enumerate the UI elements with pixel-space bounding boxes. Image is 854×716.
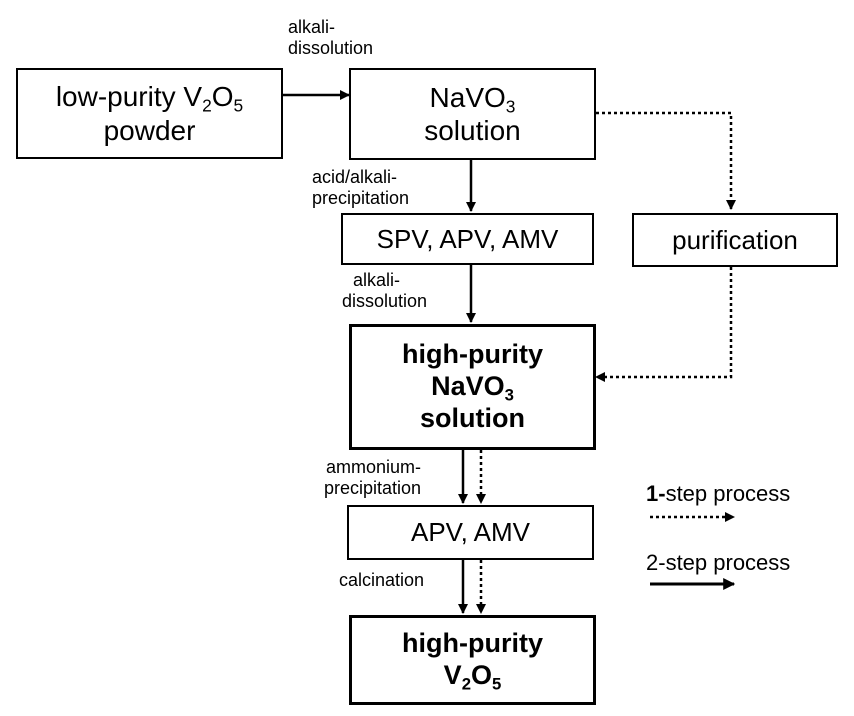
label-alkali-dissolution-mid: alkali- dissolution: [342, 270, 427, 312]
legend-one-step-number: 1-: [646, 481, 666, 506]
label-line: acid/alkali-: [312, 167, 398, 187]
legend-two-step-number: 2-: [646, 550, 666, 575]
high-purity-navo3-line3: solution: [420, 402, 525, 433]
purification-box: purification: [632, 213, 838, 267]
label-line: dissolution: [288, 38, 374, 58]
apv-amv-text: APV, AMV: [411, 517, 530, 548]
high-purity-v2o5-line2: V2O5: [443, 660, 502, 694]
dotted-arrow-to-purification: [596, 111, 736, 210]
label-line: ammonium-: [326, 457, 422, 477]
high-purity-navo3-line1: high-purity: [402, 339, 543, 370]
purification-text: purification: [672, 224, 798, 255]
label-ammonium-precipitation: ammonium- precipitation: [324, 457, 422, 499]
label-line: precipitation: [312, 188, 410, 208]
low-purity-v2o5-powder-box: low-purity V2O5 powder: [16, 68, 283, 159]
dotted-arrow-from-purification: [595, 267, 733, 382]
spv-apv-amv-text: SPV, APV, AMV: [376, 223, 559, 254]
navo3-line2: solution: [424, 115, 521, 146]
label-calcination: calcination: [339, 570, 424, 591]
high-purity-navo3-solution-box: high-purity NaVO3 solution: [349, 324, 596, 450]
navo3-solution-box: NaVO3 solution: [349, 68, 596, 160]
high-purity-v2o5-line1: high-purity: [402, 628, 543, 659]
label-line: alkali-: [353, 270, 401, 290]
legend-two-step-text: step process: [665, 550, 791, 575]
apv-amv-box: APV, AMV: [347, 505, 594, 560]
high-purity-v2o5-box: high-purity V2O5: [349, 615, 596, 705]
label-line: alkali-: [288, 17, 336, 37]
high-purity-navo3-line2: NaVO3: [431, 371, 514, 405]
label-alkali-dissolution-top: alkali- dissolution: [288, 17, 373, 59]
legend-two-step-label: 2-step process: [646, 550, 790, 576]
label-line: dissolution: [342, 291, 428, 311]
navo3-line1: NaVO3: [429, 81, 516, 117]
legend-one-step-text: step process: [665, 481, 791, 506]
low-purity-line2: powder: [103, 114, 196, 146]
label-acid-alkali-precipitation: acid/alkali- precipitation: [312, 167, 409, 209]
label-line: calcination: [339, 570, 425, 590]
legend-one-step-label: 1-step process: [646, 481, 790, 507]
label-line: precipitation: [324, 478, 422, 498]
spv-apv-amv-box: SPV, APV, AMV: [341, 213, 594, 265]
low-purity-line1: low-purity V2O5: [55, 81, 244, 117]
